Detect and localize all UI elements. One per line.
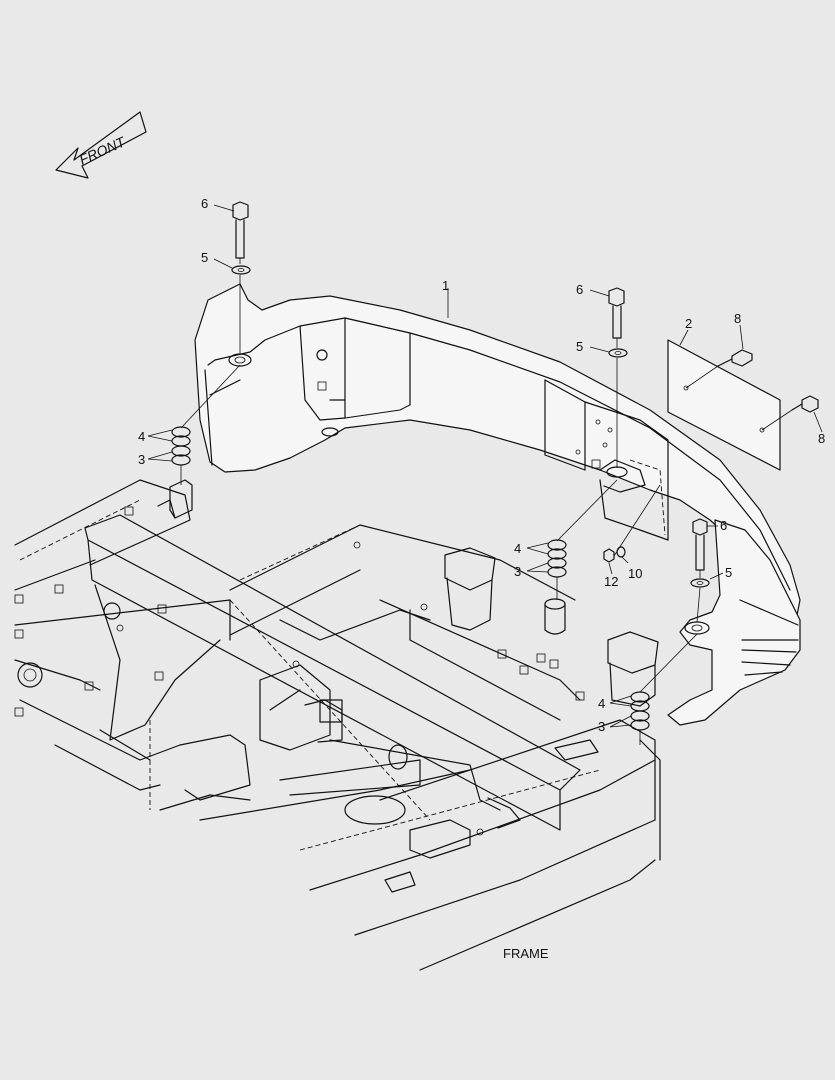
bolt-center [608, 287, 625, 339]
callout-6-left: 6 [201, 196, 208, 211]
cover-plate [667, 339, 781, 471]
callout-3-left: 3 [138, 452, 145, 467]
nut-12 [603, 548, 615, 563]
callout-5-left: 5 [201, 250, 208, 265]
front-direction-arrow: FRONT [55, 111, 147, 179]
frame-assembly [14, 479, 661, 971]
assembly-lines [180, 258, 793, 745]
callout-12: 12 [604, 574, 618, 589]
callout-3-center: 3 [514, 564, 521, 579]
washer-center [608, 348, 628, 358]
callout-1: 1 [442, 278, 449, 293]
callout-4-left: 4 [138, 429, 145, 444]
bolt-8-lower [791, 395, 819, 413]
callout-4-center: 4 [514, 541, 521, 556]
callout-6-right: 6 [720, 518, 727, 533]
frame-label: FRAME [503, 946, 549, 961]
callout-10: 10 [628, 566, 642, 581]
shim-stack-right [630, 691, 650, 731]
leader-lines [147, 204, 823, 728]
callout-6-center: 6 [576, 282, 583, 297]
callout-4-right: 4 [598, 696, 605, 711]
washer-10 [616, 546, 626, 558]
washer-right [690, 578, 710, 588]
callouts: 1 2 6 5 6 5 8 8 6 5 4 3 4 3 12 10 4 3 [138, 196, 825, 734]
callout-5-right: 5 [725, 565, 732, 580]
front-label: FRONT [77, 133, 129, 168]
counterweight [194, 283, 801, 726]
washer-left [231, 265, 251, 275]
callout-3-right: 3 [598, 719, 605, 734]
callout-8-upper: 8 [734, 311, 741, 326]
shim-stack-left [171, 426, 191, 466]
callout-5-center: 5 [576, 339, 583, 354]
bolt-8-upper [717, 349, 753, 367]
shim-stack-center [547, 539, 567, 578]
bolt-right [692, 518, 708, 571]
bolt-left [232, 201, 249, 259]
callout-8-lower: 8 [818, 431, 825, 446]
callout-2: 2 [685, 316, 692, 331]
